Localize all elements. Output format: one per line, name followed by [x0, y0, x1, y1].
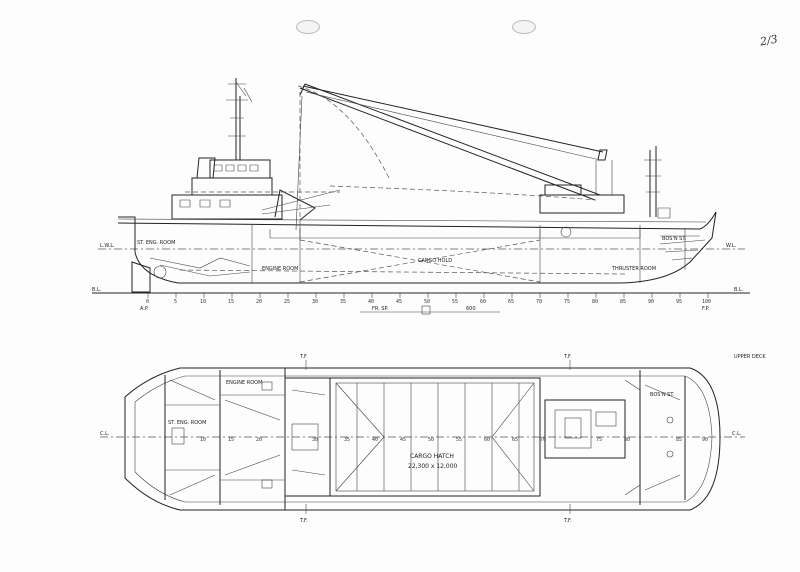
label-plan-bosn-store: BOS'N ST. — [650, 392, 675, 398]
main-deck-line — [117, 211, 717, 230]
frame-num: 35 — [340, 299, 346, 305]
profile-frame-numbers: 0 5 10 15 20 25 30 35 40 45 50 55 60 65 … — [146, 299, 711, 305]
label-wl: W.L. — [726, 243, 737, 249]
label-hatch-size: 22,300 x 12,000 — [408, 463, 458, 470]
scale-label: FR. SP. — [372, 306, 389, 312]
profile-frame-ticks — [147, 293, 709, 298]
frame-spacing-scale: FR. SP. 600 — [360, 305, 500, 315]
scale-value: 600 — [466, 306, 476, 312]
frame-num: 95 — [676, 299, 682, 305]
frame-num: 60 — [480, 299, 486, 305]
frame-num: 90 — [648, 299, 654, 305]
frame-num: 20 — [256, 437, 262, 443]
label-tf: T.F. — [299, 518, 308, 524]
plan-view: 10 15 20 30 35 40 45 50 55 60 65 70 75 8… — [100, 354, 766, 524]
crane-pedestal — [539, 194, 625, 214]
frame-num: 60 — [484, 437, 490, 443]
wheelhouse — [209, 159, 271, 179]
frame-num: 70 — [540, 437, 546, 443]
label-cargo-hatch: CARGO HATCH — [410, 453, 454, 460]
frame-num: 55 — [452, 299, 458, 305]
punch-hole-right — [512, 20, 536, 34]
frame-num: 5 — [174, 299, 177, 305]
frame-num: 75 — [596, 437, 602, 443]
frame-num: 50 — [424, 299, 430, 305]
plan-hull-outline — [124, 367, 721, 511]
profile-view: 0 5 10 15 20 25 30 35 40 45 50 55 60 65 … — [92, 78, 750, 315]
frame-num: 10 — [200, 437, 206, 443]
label-bosn-store: BOS'N ST. — [662, 236, 687, 242]
frame-num: 65 — [512, 437, 518, 443]
frame-num: 20 — [256, 299, 262, 305]
label-bl-right: B.L. — [734, 287, 744, 293]
frame-num: 85 — [676, 437, 682, 443]
frame-num: 0 — [146, 299, 149, 305]
frame-num: 75 — [564, 299, 570, 305]
label-cl-right: C.L. — [732, 431, 742, 437]
frame-num: 100 — [702, 299, 711, 305]
bridge-deck — [191, 177, 273, 196]
frame-num: 45 — [396, 299, 402, 305]
label-thruster-room: THRUSTER ROOM — [611, 266, 656, 272]
frame-num: 80 — [624, 437, 630, 443]
label-plan-st-eng-room: ST. ENG. ROOM — [168, 420, 206, 426]
forward-deckhouse — [544, 399, 626, 459]
label-tf: T.F. — [563, 354, 572, 360]
frame-num: 45 — [400, 437, 406, 443]
frame-num: 70 — [536, 299, 542, 305]
punch-hole-left — [296, 20, 320, 34]
label-upper-deck: UPPER DECK — [734, 354, 766, 360]
label-lwl: L.W.L. — [100, 243, 115, 249]
frame-num: 30 — [312, 437, 318, 443]
frame-num: 10 — [200, 299, 206, 305]
frame-num: 65 — [508, 299, 514, 305]
frame-num: 15 — [228, 437, 234, 443]
bulwark-line — [269, 229, 641, 238]
label-cargo-hold: CARGO HOLD — [418, 258, 452, 264]
label-st-eng-room: ST. ENG. ROOM — [137, 240, 175, 246]
label-plan-engine-room: ENGINE ROOM — [226, 380, 262, 386]
label-ap: A.P. — [140, 306, 149, 312]
label-tf: T.F. — [563, 518, 572, 524]
frame-num: 90 — [702, 437, 708, 443]
label-fp: F.P. — [702, 306, 710, 312]
funnel — [196, 157, 216, 179]
label-tf: T.F. — [299, 354, 308, 360]
propeller — [153, 265, 167, 279]
frame-num: 50 — [428, 437, 434, 443]
frame-num: 55 — [456, 437, 462, 443]
frame-num: 80 — [592, 299, 598, 305]
frame-num: 35 — [344, 437, 350, 443]
plan-frame-numbers: 10 15 20 30 35 40 45 50 55 60 65 70 75 8… — [200, 437, 708, 443]
rudder — [131, 261, 151, 293]
frame-num: 85 — [620, 299, 626, 305]
profile-hull-outline — [118, 211, 717, 284]
label-bl-left: B.L. — [92, 287, 102, 293]
frame-num: 25 — [284, 299, 290, 305]
frame-num: 40 — [368, 299, 374, 305]
label-engine-room: ENGINE ROOM — [262, 266, 298, 272]
cargo-crane — [295, 83, 625, 240]
frame-num: 30 — [312, 299, 318, 305]
label-cl-left: C.L. — [100, 431, 110, 437]
frame-num: 40 — [372, 437, 378, 443]
frame-num: 15 — [228, 299, 234, 305]
